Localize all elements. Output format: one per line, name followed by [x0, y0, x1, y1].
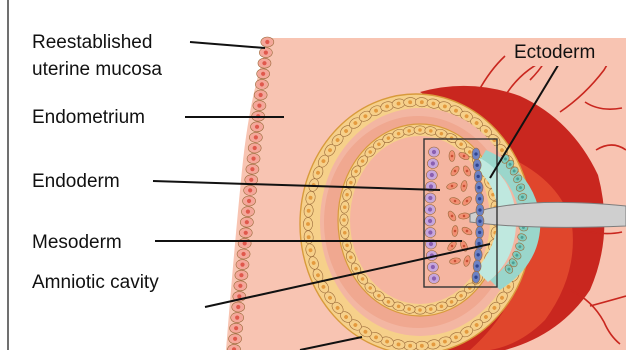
- endoderm-cell: [427, 159, 438, 169]
- ectoderm-cell: [476, 204, 484, 216]
- mesoderm-cell: [449, 151, 455, 162]
- endoderm-cell: [429, 147, 440, 157]
- mucosa-cell: [258, 58, 271, 68]
- endoderm-cell: [429, 274, 440, 284]
- trophoblast-cell: [414, 126, 426, 134]
- endoderm-cell: [427, 262, 438, 272]
- endoderm-cell: [425, 205, 436, 215]
- ectoderm-cell: [475, 182, 483, 194]
- label-amniotic-cavity: Amniotic cavity: [32, 272, 159, 293]
- mucosa-cell: [255, 79, 268, 89]
- mucosa-cell: [244, 185, 257, 195]
- ectoderm-cell: [474, 170, 482, 182]
- blastocyst-cavity: [350, 136, 490, 304]
- mucosa-cell: [238, 238, 251, 248]
- trophoblast-cell: [414, 306, 426, 314]
- ectoderm-cell: [476, 193, 484, 205]
- endoderm-cell: [426, 170, 437, 180]
- endoderm-cell: [425, 228, 436, 238]
- trophoblast-cell: [340, 214, 348, 226]
- label-uterine-mucosa: uterine mucosa: [32, 59, 162, 80]
- ectoderm-cell: [472, 271, 480, 283]
- mucosa-cell: [241, 207, 254, 217]
- ectoderm-cell: [476, 215, 484, 227]
- mucosa-cell: [257, 69, 270, 79]
- label-ectoderm: Ectoderm: [514, 42, 595, 63]
- mucosa-cell: [243, 196, 256, 206]
- ectoderm-cell: [472, 148, 480, 160]
- mucosa-cell: [235, 270, 248, 280]
- mucosa-cell: [239, 228, 252, 238]
- mucosa-cell: [230, 323, 243, 333]
- mucosa-cell: [251, 122, 264, 132]
- mucosa-cell: [234, 281, 247, 291]
- ectoderm-cell: [473, 260, 481, 272]
- mucosa-cell: [240, 217, 253, 227]
- mucosa-cell: [236, 260, 249, 270]
- mucosa-cell: [259, 48, 272, 58]
- trophoblast-cell: [303, 218, 312, 231]
- mucosa-cell: [229, 334, 242, 344]
- mucosa-cell: [261, 37, 274, 47]
- mucosa-cell: [249, 132, 262, 142]
- mucosa-cell: [247, 154, 260, 164]
- mucosa-cell: [248, 143, 261, 153]
- ectoderm-cell: [474, 249, 482, 261]
- mucosa-cell: [231, 313, 244, 323]
- label-reestablished: Reestablished: [32, 32, 152, 53]
- mucosa-cell: [246, 164, 259, 174]
- label-endoderm: Endoderm: [32, 171, 120, 192]
- ectoderm-cell: [476, 226, 484, 238]
- mucosa-cell: [232, 302, 245, 312]
- endoderm-cell: [425, 193, 436, 203]
- mucosa-cell: [237, 249, 250, 259]
- mucosa-cell: [253, 101, 266, 111]
- mucosa-cell: [254, 90, 267, 100]
- ectoderm-cell: [473, 159, 481, 171]
- label-endometrium: Endometrium: [32, 107, 145, 128]
- label-mesoderm: Mesoderm: [32, 232, 122, 253]
- endoderm-cell: [425, 216, 436, 226]
